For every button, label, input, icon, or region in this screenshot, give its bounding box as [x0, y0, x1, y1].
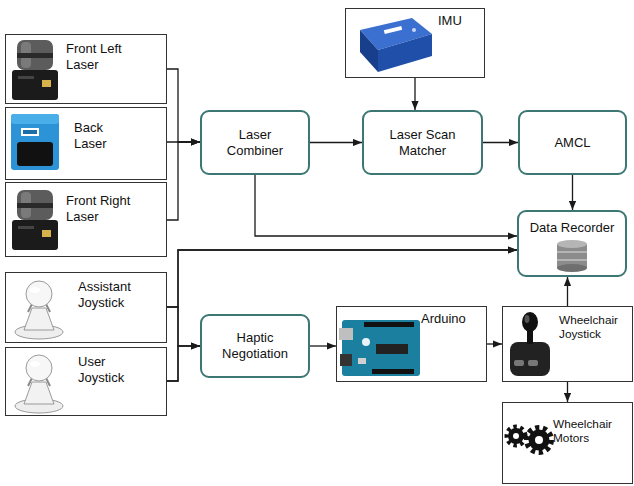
node-label: Arduino — [421, 311, 466, 327]
connector-arrow — [167, 69, 200, 142]
gear-icon — [507, 427, 551, 452]
imu-icon — [360, 18, 432, 72]
connector-arrow — [567, 277, 568, 306]
connector-arrow — [167, 250, 517, 381]
node-label: Back Laser — [74, 120, 126, 151]
node-label: Assistant Joystick — [78, 279, 154, 310]
node-label: IMU — [438, 13, 462, 29]
process-box: Laser Combiner — [200, 110, 310, 175]
process-box: AMCL — [518, 110, 627, 175]
node-label: Laser Scan Matcher — [375, 127, 471, 158]
node-label: Front Right Laser — [66, 193, 154, 224]
connector-arrow — [483, 142, 518, 143]
haptic-device-icon — [15, 281, 63, 339]
hardware-box: Wheelchair Joystick — [502, 306, 633, 382]
arduino-board-icon — [339, 320, 420, 376]
connector-arrow — [167, 307, 200, 346]
input-device-box: User Joystick — [5, 347, 167, 416]
node-label: AMCL — [554, 135, 590, 151]
laser-scanner-icon — [11, 114, 59, 170]
node-label: Front Left Laser — [66, 41, 148, 72]
hardware-box: Wheelchair Motors — [502, 402, 633, 484]
storage-box: Data Recorder — [517, 210, 627, 277]
connector-arrow — [167, 346, 200, 381]
laser-scanner-icon — [12, 40, 58, 100]
connector-arrow — [572, 175, 573, 210]
sensor-box: Back Laser — [5, 107, 167, 180]
connector-arrow — [567, 382, 568, 402]
sensor-box: Front Right Laser — [5, 182, 167, 257]
node-label: Haptic Negotiation — [208, 330, 302, 361]
node-label: Data Recorder — [530, 220, 615, 236]
process-box: Haptic Negotiation — [200, 314, 310, 378]
connector-arrow — [310, 142, 362, 143]
process-box: Laser Scan Matcher — [362, 110, 483, 175]
hardware-box: Arduino — [336, 306, 487, 382]
laser-scanner-icon — [12, 190, 58, 250]
connector-arrow — [310, 345, 336, 346]
input-device-box: Assistant Joystick — [5, 272, 167, 343]
sensor-box: IMU — [345, 8, 485, 78]
node-label: Wheelchair Joystick — [559, 313, 632, 341]
connector-arrow — [414, 78, 415, 110]
node-label: Wheelchair Motors — [553, 417, 632, 445]
database-icon — [557, 240, 587, 272]
sensor-box: Front Left Laser — [5, 34, 167, 104]
node-label: Laser Combiner — [217, 127, 293, 158]
wheelchair-joystick-icon — [510, 312, 550, 376]
connector-arrow — [167, 250, 517, 307]
connector-arrow — [255, 175, 517, 236]
connector-arrow — [487, 343, 502, 344]
connector-arrow — [167, 142, 200, 220]
haptic-device-icon — [15, 355, 63, 413]
node-label: User Joystick — [78, 354, 140, 385]
